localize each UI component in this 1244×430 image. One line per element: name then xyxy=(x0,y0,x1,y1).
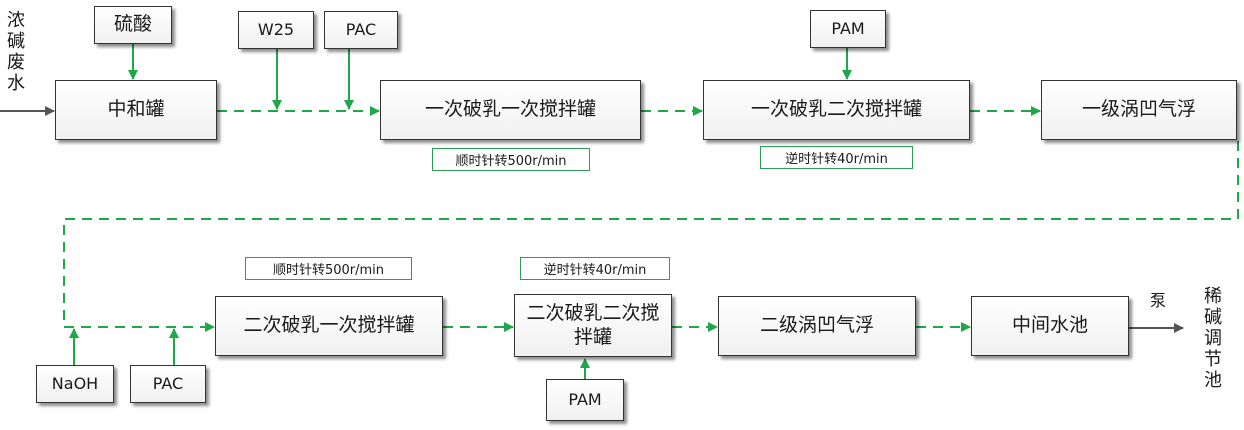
demulsify1-tank1: 一次破乳一次搅拌罐 xyxy=(380,80,641,140)
note-d1t1-speed: 顺时针转500r/min xyxy=(432,148,590,171)
reagent-sulfuric-acid: 硫酸 xyxy=(94,6,172,44)
reagent-w25: W25 xyxy=(238,11,314,49)
reagent-pac-2: PAC xyxy=(130,365,206,403)
pump-label: 泵 xyxy=(1150,291,1167,310)
reagent-naoh: NaOH xyxy=(36,365,114,403)
demulsify1-tank2: 一次破乳二次搅拌罐 xyxy=(703,80,970,140)
reagent-pam-1: PAM xyxy=(810,10,886,48)
neutralization-tank: 中和罐 xyxy=(55,80,217,140)
note-d2t1-speed: 顺时针转500r/min xyxy=(245,257,412,280)
reagent-pac-1: PAC xyxy=(324,11,398,49)
main-flow-lines xyxy=(63,106,1239,332)
middle-pool: 中间水池 xyxy=(971,296,1129,356)
demulsify2-tank1: 二次破乳一次搅拌罐 xyxy=(215,296,443,356)
note-d2t2-speed: 逆时针转40r/min xyxy=(520,257,670,280)
flotation-1: 一级涡凹气浮 xyxy=(1041,80,1237,140)
outlet-label: 稀碱调节池 xyxy=(1204,286,1222,391)
inlet-label: 浓碱废水 xyxy=(7,10,25,94)
flotation-2: 二级涡凹气浮 xyxy=(718,296,916,356)
reagent-feed-lines xyxy=(69,44,852,379)
note-d1t2-speed: 逆时针转40r/min xyxy=(760,146,913,169)
demulsify2-tank2: 二次破乳二次搅拌罐 xyxy=(514,294,672,357)
reagent-pam-2: PAM xyxy=(546,379,624,421)
